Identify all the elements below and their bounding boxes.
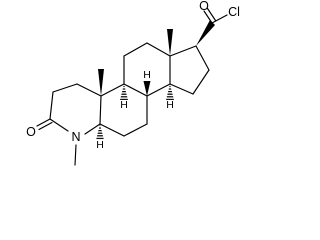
h-c8-wedge	[143, 81, 151, 96]
ring-d-bonds	[169, 45, 210, 95]
carbonyl-double-bond	[203, 7, 217, 24]
h-c9-hash	[120, 84, 128, 100]
h-c14-hash	[166, 84, 174, 100]
acyl-oxygen-label: O	[199, 0, 209, 13]
ring-b-bonds	[99, 83, 148, 137]
h-c14-label: H	[166, 99, 174, 111]
chlorine-label: Cl	[228, 5, 240, 19]
ring-c-bonds	[123, 42, 171, 97]
n-methyl-bond	[74, 144, 77, 166]
acyl-chloride-bond	[211, 14, 228, 24]
h-c8-label: H	[143, 69, 151, 81]
ring-a-bonds	[49, 83, 102, 135]
lactam-carbonyl-double-bond	[36, 118, 53, 131]
c17-acyl-wedge	[196, 20, 215, 46]
chemical-structure: O N O Cl H H H H	[26, 0, 240, 166]
c13-methyl-wedge	[167, 29, 173, 56]
h-c5-hash	[96, 124, 104, 140]
nitrogen-label: N	[71, 130, 80, 144]
h-c9-label: H	[120, 99, 128, 111]
h-c5-label: H	[96, 139, 104, 151]
c10-methyl-wedge	[98, 69, 104, 96]
ketone-oxygen-label: O	[26, 125, 36, 139]
